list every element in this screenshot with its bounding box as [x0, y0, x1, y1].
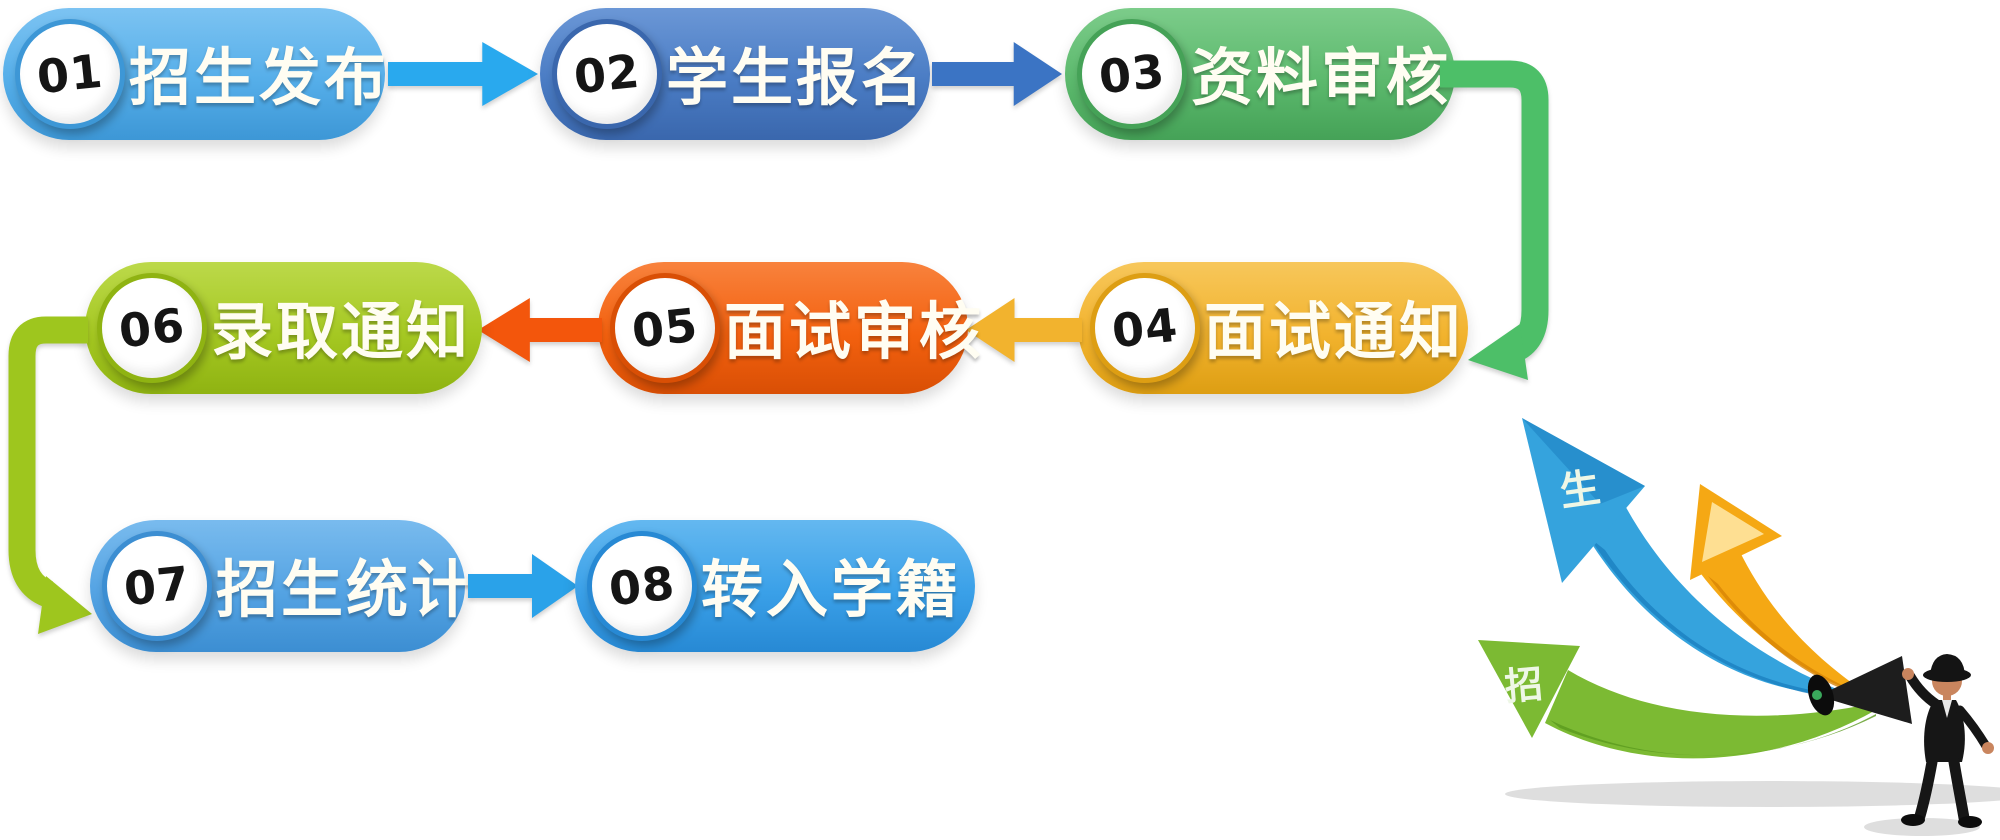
arrow-01-to-02 [388, 42, 538, 106]
step-pill-04: 04 面试通知 [1078, 262, 1468, 394]
step-number: 02 [571, 43, 643, 105]
step-number-badge: 05 [610, 273, 720, 383]
step-number-badge: 02 [552, 19, 662, 129]
megaphone-illustration: 生 招 [1478, 418, 2000, 836]
step-number-badge: 03 [1077, 19, 1187, 129]
step-pill-07: 07 招生统计 [90, 520, 477, 652]
ground-shadow [1505, 781, 2000, 807]
green-growth-arrow-icon: 招 [1478, 640, 1876, 759]
green-arrow-character: 招 [1503, 664, 1545, 709]
step-number-badge: 07 [102, 531, 212, 641]
step-number: 07 [121, 555, 193, 617]
step-number: 01 [34, 43, 106, 105]
step-pill-02: 02 学生报名 [540, 8, 930, 140]
arrow-02-to-03 [932, 42, 1062, 106]
person-figure [1901, 654, 1994, 828]
step-pill-08: 08 转入学籍 [575, 520, 975, 652]
step-number: 04 [1109, 297, 1181, 359]
arrow-07-to-08 [468, 554, 578, 618]
step-label: 录取通知 [211, 298, 472, 368]
step-number-badge: 01 [15, 19, 125, 129]
step-pill-05: 05 面试审核 [598, 262, 985, 394]
orange-growth-arrow-icon [1690, 484, 1882, 703]
step-label: 学生报名 [666, 44, 927, 114]
figure-shadow [1864, 818, 1980, 836]
blue-growth-arrow-icon: 生 [1522, 418, 1878, 703]
arrow-05-to-06 [478, 298, 602, 362]
step-number-badge: 06 [97, 273, 207, 383]
step-pill-06: 06 录取通知 [85, 262, 482, 394]
step-label: 资料审核 [1191, 44, 1452, 114]
step-label: 转入学籍 [701, 556, 962, 626]
step-label: 面试审核 [724, 298, 985, 368]
step-number-badge: 08 [587, 531, 697, 641]
step-label: 招生发布 [129, 44, 390, 114]
arrow-04-to-05 [966, 298, 1082, 362]
step-pill-03: 03 资料审核 [1065, 8, 1455, 140]
connector-06-to-07 [8, 316, 92, 634]
step-pill-01: 01 招生发布 [3, 8, 390, 140]
step-number: 05 [629, 297, 701, 359]
connector-03-to-04 [1440, 60, 1549, 380]
megaphone-icon [1807, 656, 1912, 724]
step-number: 03 [1096, 43, 1168, 105]
step-number-badge: 04 [1090, 273, 1200, 383]
step-label: 面试通知 [1204, 298, 1465, 368]
blue-arrow-character: 生 [1557, 466, 1603, 515]
step-label: 招生统计 [216, 556, 477, 626]
step-number: 08 [606, 555, 678, 617]
